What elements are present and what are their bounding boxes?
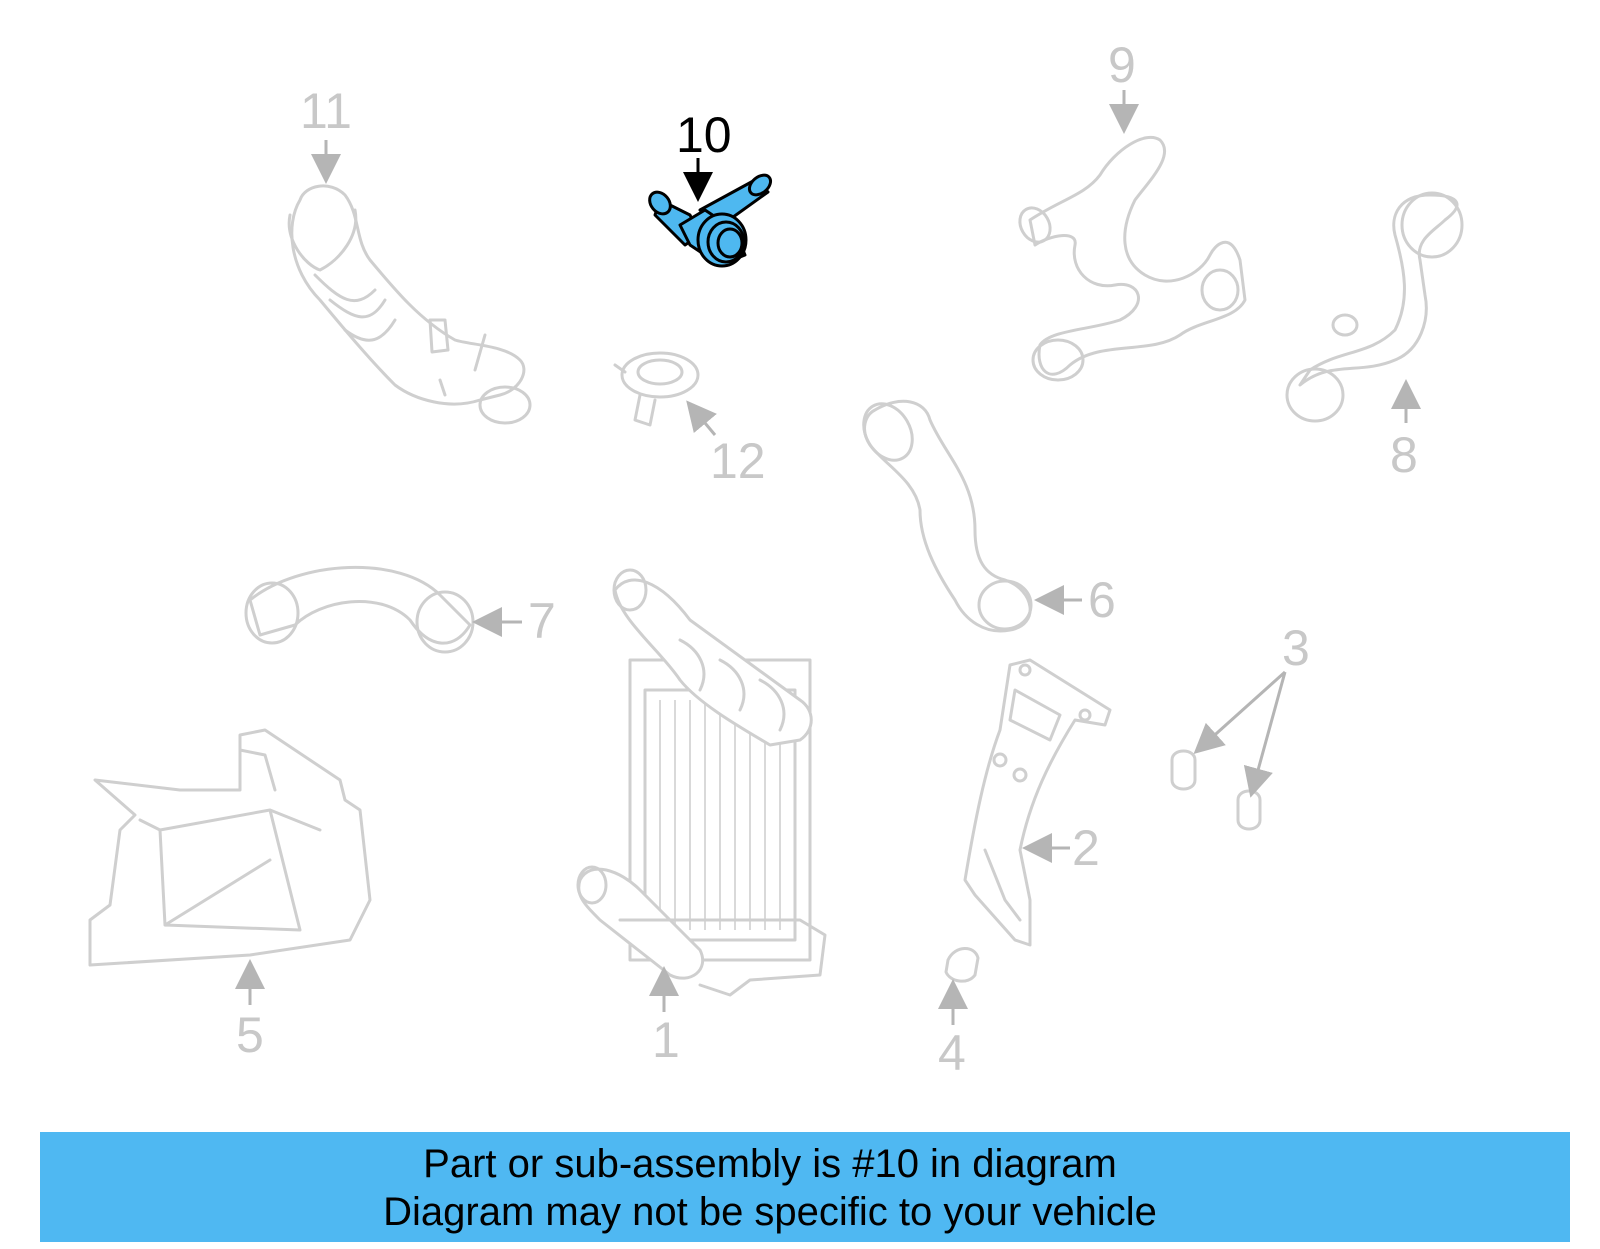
banner-line-part-number: Part or sub-assembly is #10 in diagram <box>423 1142 1117 1186</box>
callout-2: 2 <box>1072 820 1100 876</box>
parts-diagram: 11 10 9 8 12 6 7 3 2 5 1 4 <box>88 37 1464 1081</box>
callout-7: 7 <box>528 593 556 649</box>
banner-line-disclaimer: Diagram may not be specific to your vehi… <box>383 1190 1157 1234</box>
leader-lines <box>235 90 1421 1025</box>
callout-8: 8 <box>1390 427 1418 483</box>
info-banner: Part or sub-assembly is #10 in diagram D… <box>40 1132 1570 1242</box>
callout-4: 4 <box>938 1025 966 1081</box>
part-6-hose[interactable] <box>854 395 1033 633</box>
part-2-bracket[interactable] <box>963 658 1112 947</box>
part-9-hose[interactable] <box>1014 135 1247 382</box>
callout-10: 10 <box>676 107 732 163</box>
part-7-curved-hose[interactable] <box>244 565 475 654</box>
part-1-intercooler[interactable] <box>576 568 827 997</box>
part-10-diverter-valve[interactable] <box>645 171 774 268</box>
part-4-clip[interactable] <box>944 947 980 983</box>
callout-3: 3 <box>1282 620 1310 676</box>
part-12-valve[interactable] <box>613 351 700 427</box>
callout-6: 6 <box>1088 572 1116 628</box>
part-8-bent-hose[interactable] <box>1285 191 1464 423</box>
part-11-intake-hose[interactable] <box>287 184 532 425</box>
callout-12: 12 <box>710 433 766 489</box>
callout-11: 11 <box>300 83 352 139</box>
callout-9: 9 <box>1108 37 1136 93</box>
part-3-clips[interactable] <box>1170 749 1262 831</box>
callout-1: 1 <box>652 1012 680 1068</box>
callout-5: 5 <box>236 1007 264 1063</box>
part-5-air-duct[interactable] <box>88 728 372 967</box>
